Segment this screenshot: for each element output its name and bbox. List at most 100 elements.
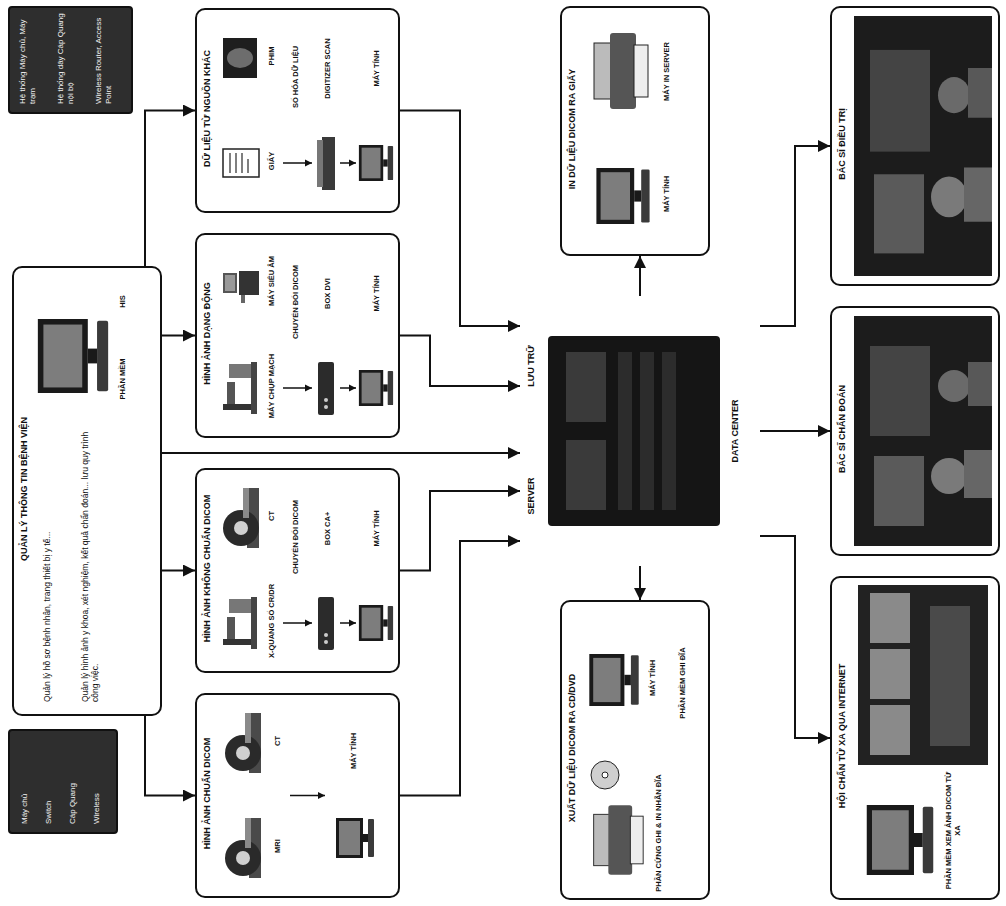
- flow-arrow: [639, 566, 641, 600]
- text-slot: IN DỮ LIỆU DICOM RA GIẤY: [567, 8, 578, 250]
- video-devices: [223, 271, 393, 415]
- item-label: Switch: [44, 735, 54, 824]
- text-slot: QUẢN LÝ THÔNG TIN BỆNH VIỆN: [19, 274, 30, 704]
- item-label: PHẦN CỨNG GHI & IN NHÃN ĐĨA: [654, 773, 663, 893]
- text-slot: X-QUANG SỐ CR/DR: [267, 576, 276, 666]
- flow-arrow: [760, 430, 830, 432]
- box-heading: DỮ LIỆU TỪ NGUỒN KHÁC: [202, 10, 213, 207]
- item-label: DATA CENTER: [730, 336, 741, 526]
- item-label: MÁY SIÊU ÂM: [267, 236, 276, 326]
- network-box: Hệ thống Máy chủ, Máy trạm Hệ thống dây C…: [8, 6, 133, 114]
- mri-machine: [225, 818, 261, 878]
- text-slot: PHẦN MỀM GHI ĐĨA: [678, 608, 687, 758]
- text-slot: HÌNH ẢNH DẠNG ĐỘNG: [202, 235, 213, 432]
- monitor-screen: [870, 649, 910, 699]
- text-slot: PHẦN MỀM XEM ẢNH DICOM TỪ XA: [944, 768, 962, 893]
- text-slot: MÁY TÍNH: [349, 696, 358, 806]
- item-label: PHẦN MỀM XEM ẢNH DICOM TỪ XA: [944, 768, 962, 893]
- item-label: GIẤY: [267, 116, 276, 206]
- flow-arrow: [400, 541, 520, 796]
- text-slot: MÁY TÍNH: [372, 471, 381, 586]
- box-heading: HÌNH ẢNH KHÔNG CHUẨN DICOM: [202, 470, 213, 667]
- flow-arrow: [400, 336, 520, 387]
- scanner-icon: [317, 137, 335, 190]
- item-label: CT: [273, 701, 282, 781]
- his-computer: [38, 319, 108, 393]
- server-bay: [662, 352, 676, 510]
- flow-arrow: [760, 536, 830, 738]
- text-slot: HÌNH ẢNH CHUẨN DICOM: [202, 695, 213, 892]
- item-label: Wireless Router, Access Point: [94, 12, 113, 104]
- flow-arrow: [290, 795, 325, 797]
- ct-machine: [223, 488, 259, 548]
- text-slot: CHUYỂN ĐỔI DICOM: [291, 471, 300, 603]
- text-slot: MÁY TÍNH: [372, 11, 381, 126]
- text-slot: HÌNH ẢNH KHÔNG CHUẨN DICOM: [202, 470, 213, 667]
- item-label: Cáp Quang: [68, 735, 78, 824]
- flow-arrow: [340, 622, 356, 624]
- doctor-photo: [854, 316, 992, 546]
- output-box: IN DỮ LIỆU DICOM RA GIẤY MÁY TÍNH MÁY IN S…: [560, 6, 710, 256]
- text-slot: MÁY SIÊU ÂM: [267, 236, 276, 326]
- computer-icon: [359, 370, 393, 406]
- computer-icon: [359, 145, 393, 181]
- item-label: MRI: [273, 806, 282, 886]
- item-label: BOX DVI: [323, 236, 332, 351]
- item-label: MÁY TÍNH: [372, 471, 381, 586]
- disc-hole: [602, 772, 608, 778]
- other-source-devices: [223, 38, 393, 190]
- item-label: PHIM: [267, 11, 276, 101]
- remote-workstation: [858, 585, 988, 765]
- text-slot: Quản lý hình ảnh y khoa, xét nghiệm, kết…: [80, 422, 100, 702]
- text-slot: PHẦN MỀM: [118, 329, 127, 429]
- non-dicom-devices: [223, 488, 393, 650]
- paper-icon: [223, 149, 259, 177]
- box-heading: XUẤT DỮ LIỆU DICOM RA CD/DVD: [567, 602, 578, 894]
- text-slot: BOX CA+: [323, 471, 332, 586]
- converter-box: [318, 362, 334, 415]
- item-label: Wireless: [92, 735, 102, 824]
- text-slot: Cáp Quang: [68, 735, 78, 824]
- monitor-screen: [870, 705, 910, 755]
- text-slot: GIẤY: [267, 116, 276, 206]
- text-slot: Wireless Router, Access Point: [94, 12, 113, 104]
- item-label: Hệ thống dây Cáp Quang nội bộ: [56, 12, 75, 104]
- box-heading: IN DỮ LIỆU DICOM RA GIẤY: [567, 8, 578, 250]
- item-label: CHUYỂN ĐỔI DICOM: [291, 236, 300, 368]
- item-label: BOX CA+: [323, 471, 332, 586]
- item-label: MÁY TÍNH: [372, 11, 381, 126]
- flow-arrow: [340, 162, 356, 164]
- item-label: LƯU TRỮ: [526, 311, 537, 421]
- ultrasound-machine: [223, 271, 259, 303]
- source-box: HÌNH ẢNH CHUẨN DICOM MRI CT MÁY TÍNH: [195, 693, 400, 898]
- box-heading: HỘI CHẨN TỪ XA QUA INTERNET: [837, 578, 848, 894]
- printer-icon: [594, 33, 648, 109]
- angiography-machine: [223, 362, 257, 414]
- desk: [930, 606, 970, 746]
- disc-printer-icon: [594, 805, 644, 875]
- server-bay: [566, 440, 606, 510]
- computer-icon: [589, 654, 638, 706]
- flow-arrow: [283, 162, 312, 164]
- box-heading: HÌNH ẢNH CHUẨN DICOM: [202, 695, 213, 892]
- text-slot: MÁY TÍNH: [662, 144, 671, 244]
- text-slot: SERVER: [526, 441, 537, 551]
- computer-icon: [336, 818, 374, 858]
- item-label: Quản lý hồ sơ bệnh nhân, trang thiết bị …: [42, 422, 52, 702]
- text-slot: DATA CENTER: [730, 336, 741, 526]
- item-label: PHẦN MỀM: [118, 329, 127, 429]
- item-label: MÁY IN SERVER: [662, 9, 671, 134]
- flow-arrow: [162, 570, 195, 572]
- text-slot: XUẤT DỮ LIỆU DICOM RA CD/DVD: [567, 602, 578, 894]
- computer-icon: [596, 168, 649, 224]
- box-heading: QUẢN LÝ THÔNG TIN BỆNH VIỆN: [19, 274, 30, 704]
- box-heading: Hệ thống Máy chủ, Máy trạm: [18, 12, 37, 104]
- text-slot: MÁY CHỤP MẠCH: [267, 341, 276, 431]
- xray-machine: [223, 597, 257, 649]
- text-slot: PHẦN CỨNG GHI & IN NHÃN ĐĨA: [654, 773, 663, 893]
- film-icon: [223, 38, 257, 78]
- monitor-screen: [870, 593, 910, 643]
- text-slot: HIS: [118, 274, 127, 329]
- ct-machine: [225, 713, 261, 773]
